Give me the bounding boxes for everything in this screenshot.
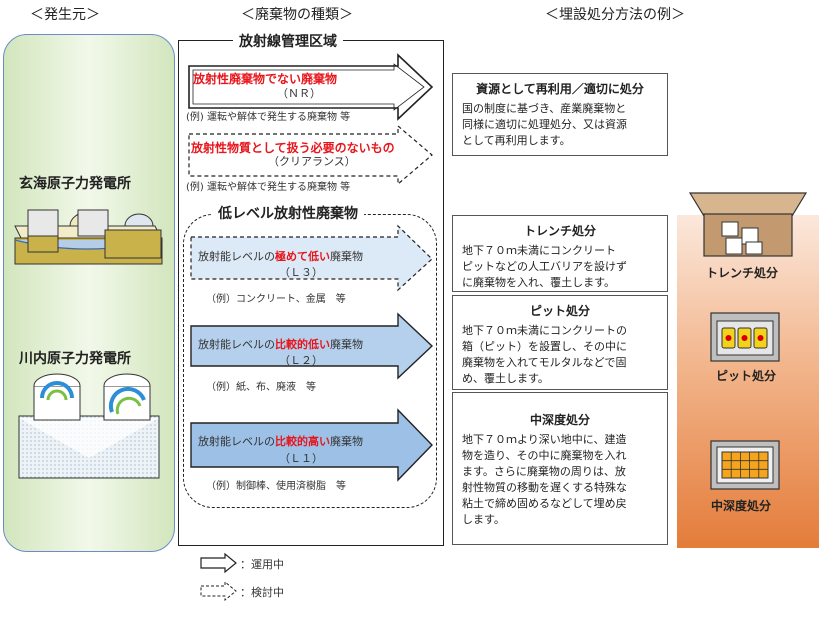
pit-box: ピット処分 地下７０ｍ未満にコンクリートの 箱（ピット）を設置し、その中に 廃棄… [452, 295, 668, 390]
l1-emphasis: 比較的高い [275, 435, 330, 448]
intermediate-line: 地下７０ｍより深い地中に、建造 [462, 433, 627, 446]
pit-illustration [710, 312, 780, 362]
clearance-title: 放射性物質として扱う必要のないもの [191, 141, 395, 155]
l1-arrow [190, 408, 433, 482]
intermediate-line: 射性物質の移動を遅くする特殊な [462, 481, 627, 494]
header-source: ＜発生元＞ [30, 7, 100, 23]
legend-solid-arrow-icon [200, 552, 237, 574]
clearance-example: (例) 運転や解体で発生する廃棄物 等 [186, 182, 351, 193]
header-waste-types: ＜廃棄物の種類＞ [241, 7, 353, 23]
l1-title: 放射能レベルの比較的高い廃棄物 [198, 433, 363, 449]
sendai-plant-illustration [18, 373, 160, 479]
clearance-code: （クリアランス） [268, 155, 356, 168]
intermediate-title: 中深度処分 [529, 413, 590, 427]
reuse-box: 資源として再利用／適切に処分 国の制度に基づき、産業廃棄物と 同様に適切に処理処… [452, 73, 668, 156]
pit-line: 箱（ピット）を設置し、その中に [462, 340, 627, 353]
l1-prefix: 放射能レベルの [198, 435, 275, 448]
intermediate-illustration-label: 中深度処分 [711, 499, 772, 513]
reuse-line: として再利用します。 [462, 134, 571, 147]
pit-line: 地下７０ｍ未満にコンクリートの [462, 324, 627, 337]
trench-line: 地下７０ｍ未満にコンクリート [462, 244, 616, 257]
reuse-line: 国の制度に基づき、産業廃棄物と [462, 102, 627, 115]
pit-line: 廃棄物を入れてモルタルなどで固 [462, 356, 627, 369]
nr-code: （ＮＲ） [277, 87, 321, 100]
pit-body: 地下７０ｍ未満にコンクリートの 箱（ピット）を設置し、その中に 廃棄物を入れてモ… [453, 319, 667, 387]
nr-title: 放射性廃棄物でない廃棄物 [193, 72, 338, 86]
reuse-line: 同様に適切に処理処分、又は資源 [462, 118, 627, 131]
l2-title: 放射能レベルの比較的低い廃棄物 [198, 336, 363, 352]
intermediate-line: 物を造り、その中に廃棄物を入れ [462, 449, 627, 462]
pit-title: ピット処分 [529, 304, 590, 318]
l3-emphasis: 極めて低い [275, 250, 330, 263]
sendai-plant-label: 川内原子力発電所 [19, 351, 131, 367]
l2-example: （例）紙、布、廃液 等 [206, 382, 316, 393]
l2-arrow [190, 312, 434, 380]
intermediate-line: ます。さらに廃棄物の周りは、放 [462, 465, 626, 478]
reuse-body: 国の制度に基づき、産業廃棄物と 同様に適切に処理処分、又は資源 として再利用しま… [453, 97, 667, 149]
header-disposal-examples: ＜埋設処分方法の例＞ [545, 7, 685, 23]
reuse-title: 資源として再利用／適切に処分 [476, 82, 644, 96]
nr-arrow [188, 53, 434, 121]
l1-code: （Ｌ１） [279, 452, 323, 465]
l2-prefix: 放射能レベルの [198, 338, 275, 351]
l2-code: （Ｌ２） [279, 354, 323, 367]
trench-body: 地下７０ｍ未満にコンクリート ピットなどの人工バリアを設けず に廃棄物を入れ、覆… [453, 239, 667, 291]
nr-example: (例) 運転や解体で発生する廃棄物 等 [186, 112, 351, 123]
l3-code: （Ｌ３） [279, 266, 323, 279]
l3-title: 放射能レベルの極めて低い廃棄物 [198, 248, 363, 264]
pit-line: め、覆土します。 [462, 372, 549, 385]
l2-emphasis: 比較的低い [275, 338, 330, 351]
genkai-plant-label: 玄海原子力発電所 [19, 176, 131, 192]
trench-line: ピットなどの人工バリアを設けず [462, 260, 627, 273]
genkai-plant-illustration [14, 209, 163, 265]
intermediate-line: します。 [462, 513, 505, 526]
trench-title: トレンチ処分 [523, 224, 596, 238]
trench-line: に廃棄物を入れ、覆土します。 [462, 276, 616, 289]
intermediate-illustration [710, 440, 780, 490]
l1-example: （例）制御棒、使用済樹脂 等 [206, 481, 346, 492]
l3-arrow [190, 224, 433, 292]
l3-example: （例）コンクリート、金属 等 [206, 294, 346, 305]
legend-solid-label: ：運用中 [240, 558, 284, 571]
intermediate-body: 地下７０ｍより深い地中に、建造 物を造り、その中に廃棄物を入れ ます。さらに廃棄… [453, 428, 667, 528]
trench-illustration [688, 192, 808, 257]
disposal-depth-panel [677, 215, 819, 548]
l3-prefix: 放射能レベルの [198, 250, 275, 263]
low-level-title: 低レベル放射性廃棄物 [212, 203, 364, 223]
clearance-arrow [188, 124, 433, 186]
l3-suffix: 廃棄物 [330, 250, 363, 263]
pit-illustration-label: ピット処分 [716, 369, 777, 383]
trench-illustration-label: トレンチ処分 [706, 266, 779, 280]
legend-dashed-arrow-icon [200, 580, 237, 602]
l2-suffix: 廃棄物 [330, 338, 363, 351]
legend-dashed-label: ：検討中 [240, 586, 284, 599]
intermediate-line: 粘土で締め固めるなどして埋め戻 [462, 497, 627, 510]
l1-suffix: 廃棄物 [330, 435, 363, 448]
intermediate-box: 中深度処分 地下７０ｍより深い地中に、建造 物を造り、その中に廃棄物を入れ ます… [452, 392, 668, 545]
trench-box: トレンチ処分 地下７０ｍ未満にコンクリート ピットなどの人工バリアを設けず に廃… [452, 215, 668, 292]
radiation-area-title: 放射線管理区域 [233, 31, 343, 51]
